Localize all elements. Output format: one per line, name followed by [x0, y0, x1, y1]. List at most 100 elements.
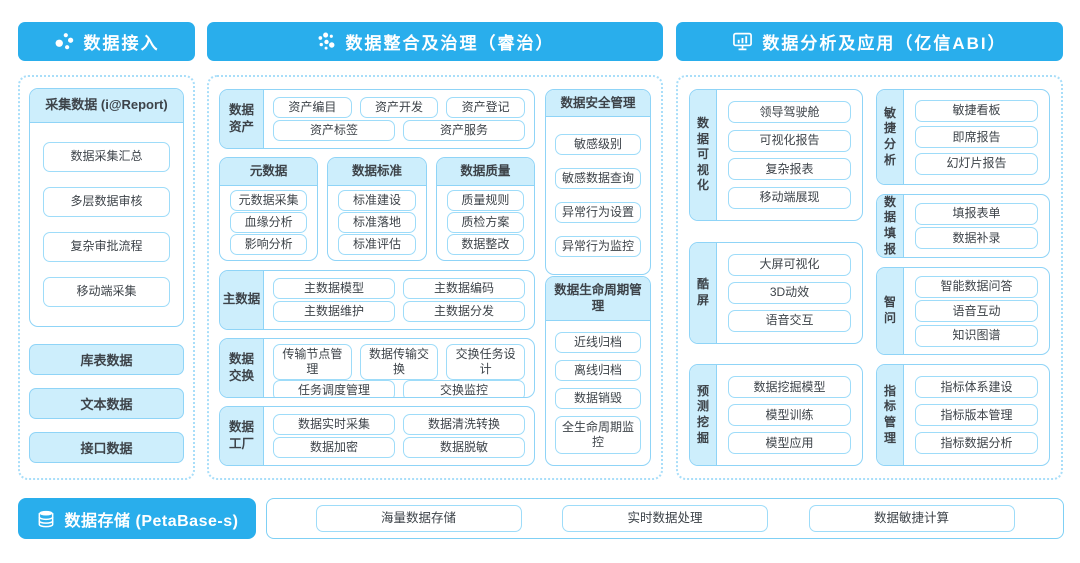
feature-item: 敏感数据查询	[555, 168, 641, 190]
feature-item: 语音交互	[728, 309, 851, 332]
feature-item: 幻灯片报告	[915, 152, 1038, 175]
feature-item: 元数据采集	[230, 190, 308, 212]
feature-item: 3D动效	[728, 281, 851, 304]
feature-item: 资产编目	[273, 97, 352, 118]
feature-item: 数据加密	[273, 437, 395, 458]
feature-item: 智能数据问答	[915, 275, 1038, 298]
master-data-label: 主数据	[220, 270, 264, 329]
database-icon	[38, 510, 53, 527]
data-security-box: 数据安全管理 敏感级别 敏感数据查询 异常行为设置 异常行为监控	[545, 89, 651, 275]
feature-item: 标准落地	[338, 212, 416, 234]
feature-item: 资产开发	[359, 97, 439, 118]
data-analysis-column: 数据分析及应用（亿信ABI） 数据可视化 领导驾驶舱 可视化报告 复杂报表 移动…	[676, 22, 1063, 480]
governance-main-area: 数据资产 资产编目 资产开发 资产登记 资产标签 资产服务	[219, 89, 535, 466]
feature-item: 主数据编码	[403, 277, 525, 299]
data-visualization-box: 数据可视化 领导驾驶舱 可视化报告 复杂报表 移动端展现	[689, 89, 863, 221]
data-asset-items: 资产编目 资产开发 资产登记 资产标签 资产服务	[264, 90, 534, 148]
feature-item: 语音互动	[915, 300, 1038, 322]
source-box: 库表数据	[29, 344, 184, 375]
data-reporting-box: 数据填报 填报表单 数据补录	[876, 194, 1050, 258]
feature-item: 质量规则	[446, 190, 524, 212]
feature-item: 异常行为设置	[555, 202, 641, 224]
feature-item: 质检方案	[446, 212, 524, 234]
feature-item: 数据敏捷计算	[808, 505, 1015, 532]
data-quality-box: 数据质量 质量规则 质检方案 数据整改	[435, 157, 535, 262]
data-governance-column: 数据整合及治理（睿治） 数据资产 资产编目 资产开发 资产登记	[207, 22, 663, 480]
feature-item: 全生命周期监控	[555, 415, 641, 454]
feature-item: 数据脱敏	[403, 437, 525, 458]
dots-cluster-icon	[318, 32, 334, 50]
feature-item: 数据传输交换	[359, 343, 439, 380]
data-storage-header: 数据存储 (PetaBase-s)	[18, 498, 256, 539]
feature-item: 主数据分发	[403, 300, 525, 322]
feature-item: 指标体系建设	[915, 376, 1038, 398]
feature-item: 即席报告	[915, 126, 1038, 148]
data-asset-box: 数据资产 资产编目 资产开发 资产登记 资产标签 资产服务	[219, 89, 535, 149]
feature-item: 移动端展现	[728, 186, 851, 209]
data-exchange-label: 数据交换	[220, 338, 264, 397]
feature-item: 指标版本管理	[915, 404, 1038, 426]
monitor-chart-icon	[733, 32, 753, 51]
data-access-column: 数据接入 采集数据 (i@Report) 数据采集汇总 多层数据审核 复杂审批流…	[18, 22, 195, 480]
feature-item: 模型应用	[728, 432, 851, 454]
feature-item: 指标数据分析	[915, 432, 1038, 454]
cool-screen-box: 酷屏 大屏可视化 3D动效 语音交互	[689, 241, 863, 344]
data-factory-label: 数据工厂	[220, 407, 264, 465]
governance-side-area: 数据安全管理 敏感级别 敏感数据查询 异常行为设置 异常行为监控 数据生命周期管…	[545, 89, 651, 466]
feature-item: 敏感级别	[555, 134, 641, 156]
analysis-right-subcolumn: 敏捷分析 敏捷看板 即席报告 幻灯片报告 数据填报 填报表单 数据补录 智问	[876, 89, 1050, 466]
feature-item: 敏捷看板	[915, 99, 1038, 122]
feature-item: 影响分析	[230, 234, 308, 256]
collect-data-box: 采集数据 (i@Report) 数据采集汇总 多层数据审核 复杂审批流程 移动端…	[29, 88, 184, 327]
analysis-left-subcolumn: 数据可视化 领导驾驶舱 可视化报告 复杂报表 移动端展现 酷屏 大屏可视化 3D…	[689, 89, 863, 466]
data-storage-row: 数据存储 (PetaBase-s) 海量数据存储 实时数据处理 数据敏捷计算	[18, 498, 1064, 539]
data-analysis-panel: 数据可视化 领导驾驶舱 可视化报告 复杂报表 移动端展现 酷屏 大屏可视化 3D…	[676, 75, 1063, 480]
feature-item: 知识图谱	[915, 324, 1038, 347]
data-storage-title: 数据存储 (PetaBase-s)	[64, 512, 239, 530]
feature-item: 复杂审批流程	[43, 231, 170, 262]
source-box: 接口数据	[29, 432, 184, 463]
feature-item: 离线归档	[555, 359, 641, 381]
collect-data-title: 采集数据 (i@Report)	[30, 89, 183, 123]
feature-item: 大屏可视化	[728, 253, 851, 276]
data-governance-header: 数据整合及治理（睿治）	[207, 22, 663, 61]
indicator-management-box: 指标管理 指标体系建设 指标版本管理 指标数据分析	[876, 364, 1050, 466]
feature-item: 异常行为监控	[555, 236, 641, 257]
network-dots-icon	[55, 33, 73, 50]
feature-item: 资产登记	[446, 97, 526, 118]
feature-item: 复杂报表	[728, 158, 851, 181]
data-standard-box: 数据标准 标准建设 标准落地 标准评估	[327, 157, 427, 262]
feature-item: 数据销毁	[555, 387, 641, 409]
data-access-panel: 采集数据 (i@Report) 数据采集汇总 多层数据审核 复杂审批流程 移动端…	[18, 75, 195, 480]
data-exchange-box: 数据交换 传输节点管理 数据传输交换 交换任务设计 任务调度管理 交换监控	[219, 337, 535, 398]
feature-item: 传输节点管理	[273, 343, 352, 380]
feature-item: 数据补录	[915, 227, 1038, 250]
data-source-list: 库表数据 文本数据 接口数据	[29, 344, 184, 463]
feature-item: 交换任务设计	[446, 343, 526, 380]
data-governance-panel: 数据资产 资产编目 资产开发 资产登记 资产标签 资产服务	[207, 75, 663, 480]
feature-item: 数据整改	[446, 234, 524, 256]
data-analysis-title: 数据分析及应用（亿信ABI）	[762, 34, 1007, 53]
feature-item: 领导驾驶舱	[728, 101, 851, 124]
feature-item: 可视化报告	[728, 129, 851, 152]
feature-item: 数据挖掘模型	[728, 376, 851, 398]
agile-analysis-box: 敏捷分析 敏捷看板 即席报告 幻灯片报告	[876, 89, 1050, 185]
collect-data-body: 数据采集汇总 多层数据审核 复杂审批流程 移动端采集	[30, 123, 183, 326]
metadata-box: 元数据 元数据采集 血缘分析 影响分析	[219, 157, 319, 262]
feature-item: 血缘分析	[230, 212, 308, 234]
data-access-header: 数据接入	[18, 22, 195, 61]
data-analysis-header: 数据分析及应用（亿信ABI）	[676, 22, 1063, 61]
data-storage-body: 海量数据存储 实时数据处理 数据敏捷计算	[266, 498, 1064, 539]
feature-item: 标准评估	[338, 234, 416, 256]
data-asset-label: 数据资产	[220, 90, 264, 148]
data-factory-box: 数据工厂 数据实时采集 数据清洗转换 数据加密 数据脱敏	[219, 406, 535, 466]
feature-item: 数据清洗转换	[403, 414, 525, 435]
governance-pillar-row: 元数据 元数据采集 血缘分析 影响分析 数据标准 标准建设 标准落地 标准评估	[219, 157, 535, 262]
feature-item: 海量数据存储	[315, 505, 522, 532]
feature-item: 实时数据处理	[562, 505, 768, 532]
data-governance-title: 数据整合及治理（睿治）	[345, 34, 555, 53]
data-access-title: 数据接入	[83, 34, 160, 53]
source-box: 文本数据	[29, 388, 184, 419]
predictive-mining-box: 预测挖掘 数据挖掘模型 模型训练 模型应用	[689, 364, 863, 466]
data-lifecycle-box: 数据生命周期管理 近线归档 离线归档 数据销毁 全生命周期监控	[545, 276, 651, 466]
